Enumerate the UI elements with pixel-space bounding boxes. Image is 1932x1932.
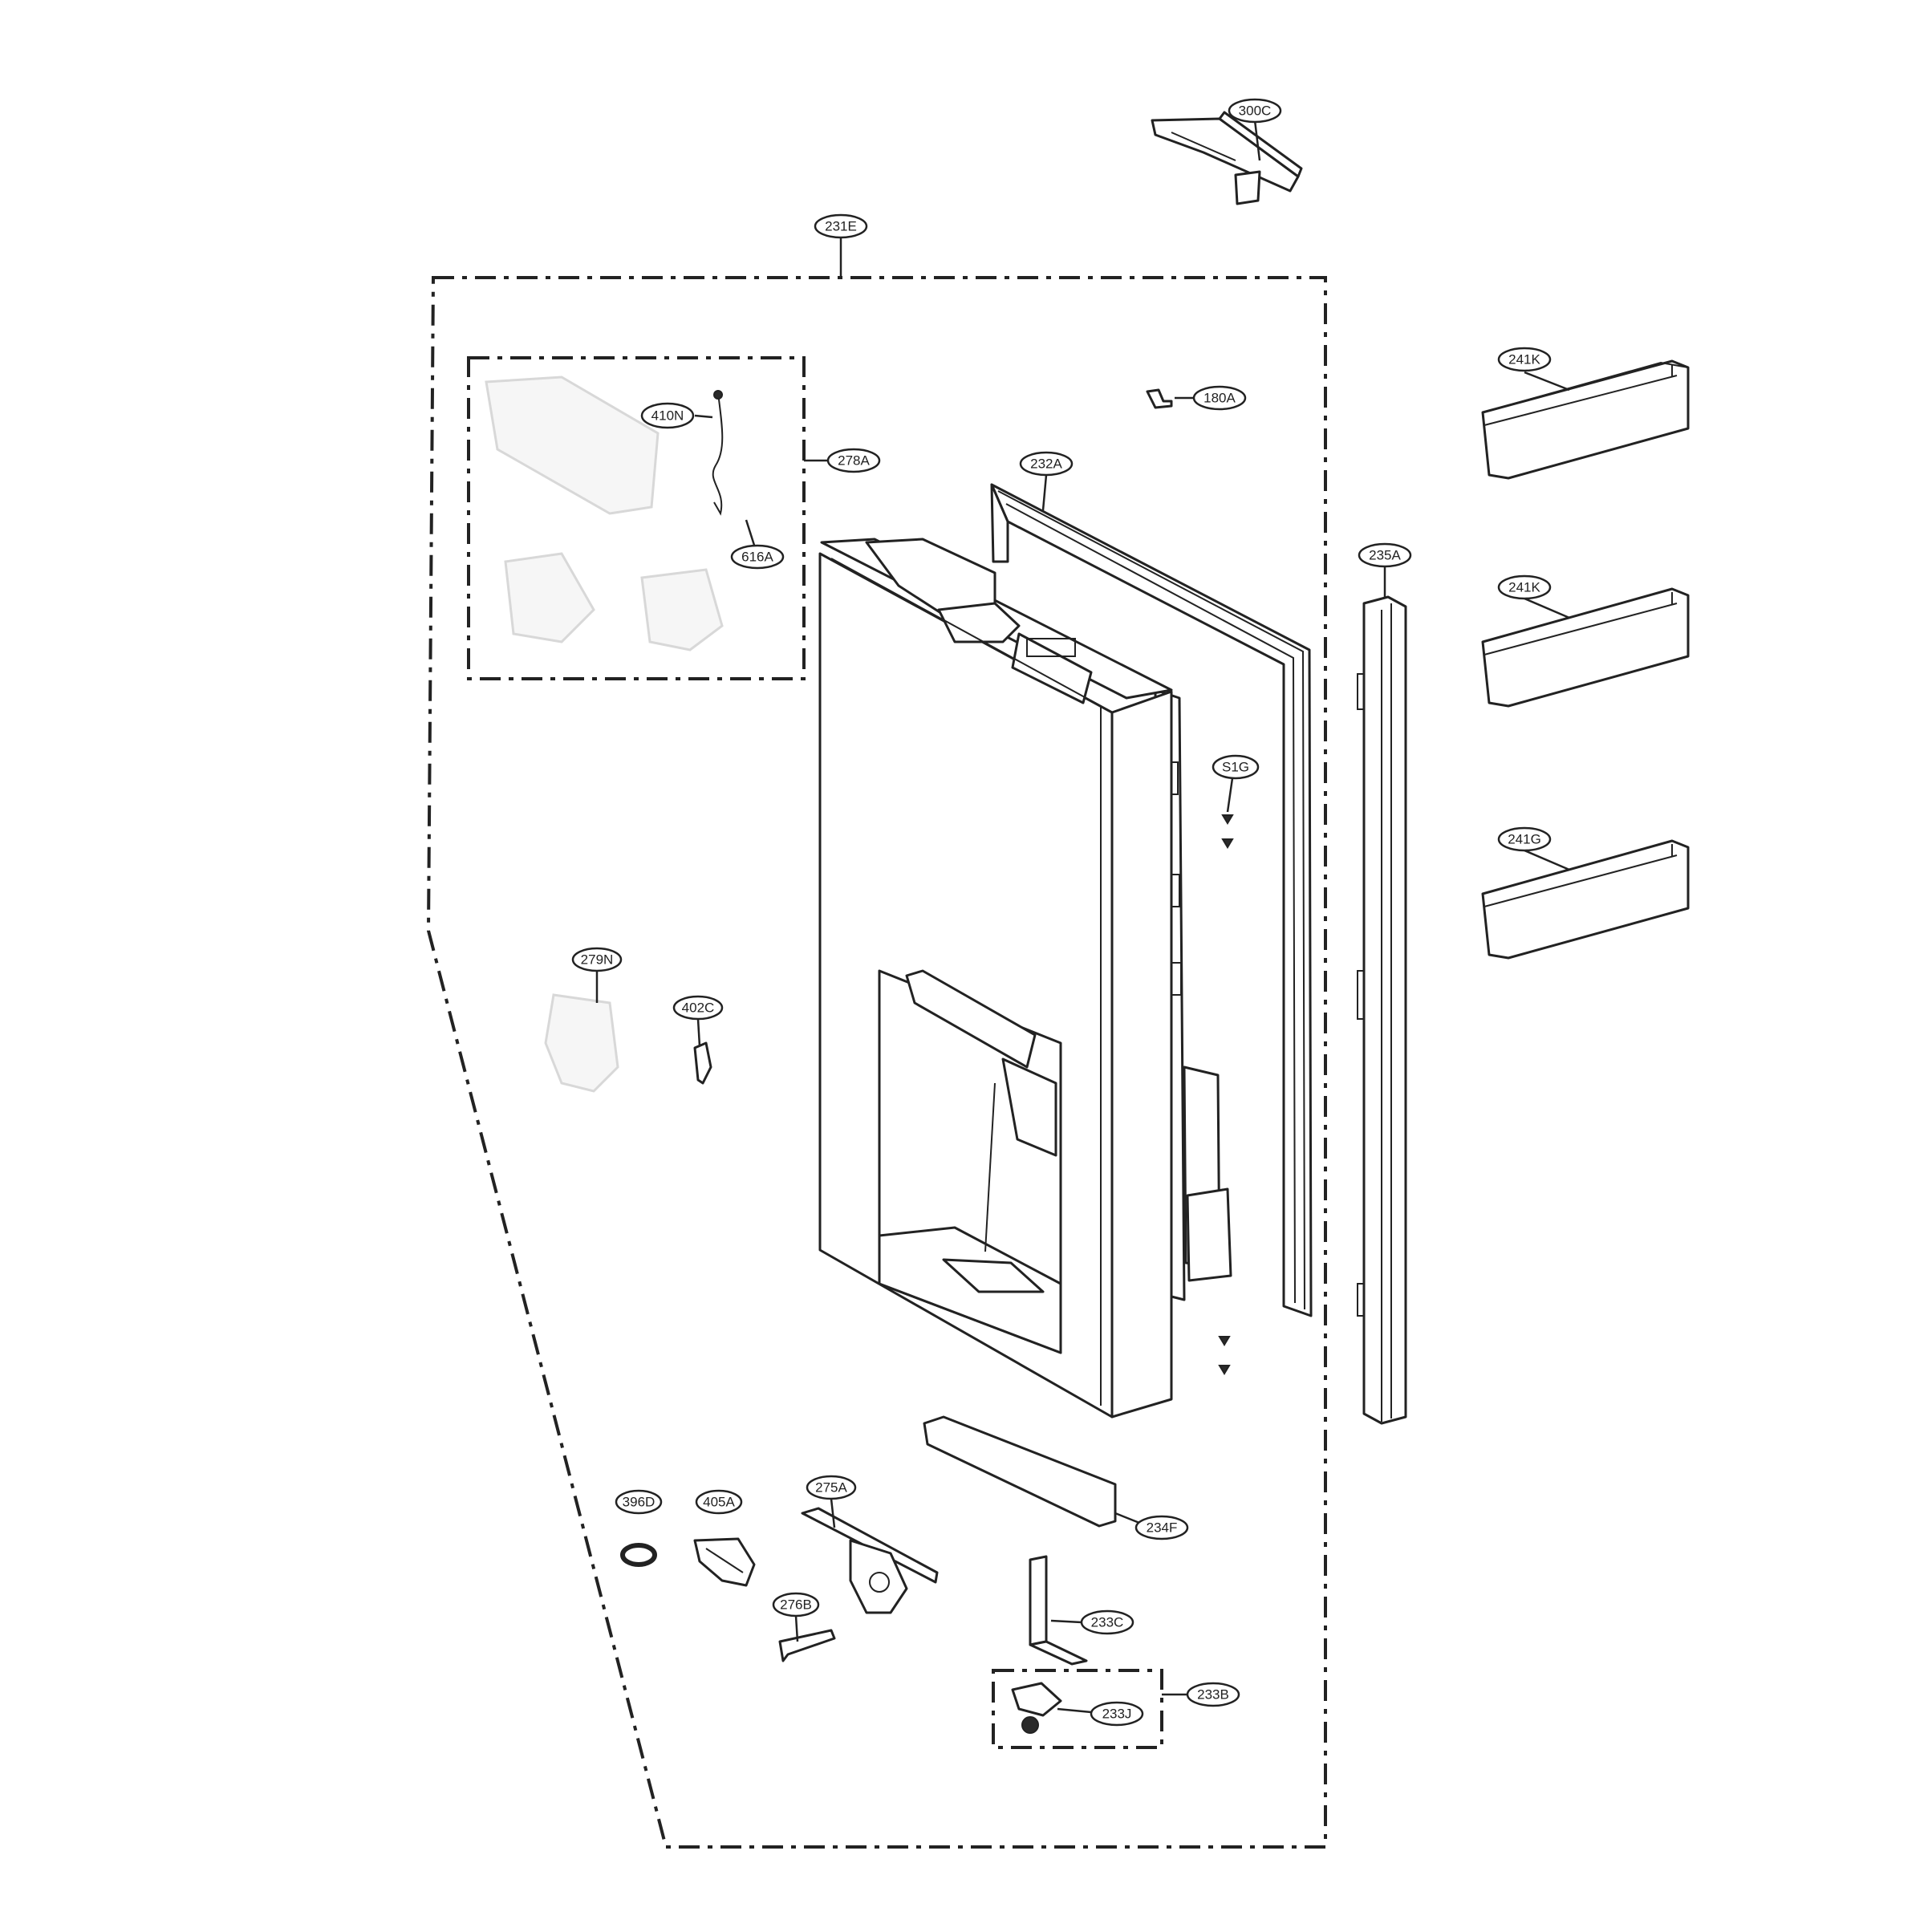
callout-233j: 233J	[1090, 1701, 1144, 1727]
callout-402c: 402C	[672, 995, 724, 1021]
callout-s1g: S1G	[1212, 754, 1260, 780]
callout-label: 241K	[1508, 352, 1540, 367]
callout-278a: 278A	[826, 448, 881, 473]
callout-235a: 235A	[1358, 542, 1412, 568]
callout-241g: 241G	[1497, 826, 1552, 852]
callout-405a: 405A	[695, 1489, 743, 1515]
switch-402c	[693, 1041, 712, 1085]
callout-label: S1G	[1222, 760, 1249, 775]
wire-harness-410n	[712, 392, 724, 516]
callout-233c: 233C	[1080, 1609, 1134, 1635]
callout-279n: 279N	[571, 947, 623, 972]
callout-label: 410N	[651, 408, 684, 424]
callout-616a: 616A	[730, 544, 785, 570]
callout-label: 278A	[838, 453, 870, 469]
callout-label: 234F	[1147, 1520, 1178, 1536]
ghost-part-279n	[544, 993, 619, 1093]
subassembly-box-278a	[467, 356, 806, 680]
callout-label: 275A	[815, 1480, 847, 1496]
callout-275a: 275A	[806, 1475, 857, 1500]
callout-276b: 276B	[772, 1592, 820, 1617]
door-bin-241g-bottom	[1481, 839, 1690, 960]
bracket-405a	[693, 1537, 756, 1587]
door-bin-241k-top	[1481, 359, 1690, 480]
ring-396d	[620, 1543, 657, 1567]
part-180a	[1146, 388, 1173, 409]
callout-label: 232A	[1030, 457, 1062, 472]
callout-label: 405A	[703, 1495, 735, 1510]
callout-180a: 180A	[1192, 385, 1247, 411]
hinge-275a	[801, 1507, 939, 1614]
callout-label: 233C	[1091, 1615, 1124, 1630]
callout-label: 241K	[1508, 580, 1540, 595]
callout-label: 241G	[1508, 832, 1541, 847]
callout-label: 235A	[1369, 548, 1401, 563]
bracket-233c	[1029, 1555, 1088, 1666]
callout-241k-middle: 241K	[1497, 574, 1552, 600]
door-outer-panel	[818, 538, 1173, 1419]
callout-label: 279N	[581, 952, 614, 968]
subassembly-box-233b	[992, 1669, 1163, 1749]
callout-label: 402C	[682, 1000, 715, 1016]
callout-label: 180A	[1203, 391, 1236, 406]
door-gasket-232a	[990, 483, 1313, 1317]
top-hinge-300c	[1151, 111, 1303, 205]
hinge-part-233j	[1011, 1682, 1062, 1734]
callout-233b: 233B	[1186, 1682, 1240, 1707]
bottom-cap-234f	[923, 1415, 1117, 1528]
callout-label: 616A	[741, 550, 773, 565]
door-bin-241k-middle	[1481, 587, 1690, 708]
door-trim-235a	[1357, 595, 1407, 1425]
clip-276b	[778, 1629, 836, 1662]
callout-label: 233J	[1102, 1707, 1132, 1722]
callout-410n: 410N	[640, 402, 695, 429]
callout-234f: 234F	[1134, 1515, 1189, 1540]
callout-label: 231E	[825, 219, 857, 234]
callout-396d: 396D	[615, 1489, 663, 1515]
ghost-parts-278a	[485, 375, 724, 651]
callout-label: 396D	[623, 1495, 656, 1510]
screw-marks-s1g	[1218, 814, 1234, 1375]
callout-300c: 300C	[1228, 98, 1282, 124]
callout-label: 233B	[1197, 1687, 1229, 1703]
callout-241k-top: 241K	[1497, 347, 1552, 372]
assembly-boundary-231e	[426, 276, 1327, 1849]
callout-label: 276B	[780, 1597, 812, 1613]
callout-231e: 231E	[814, 213, 868, 239]
callout-232a: 232A	[1019, 451, 1074, 477]
callout-label: 300C	[1239, 104, 1272, 119]
